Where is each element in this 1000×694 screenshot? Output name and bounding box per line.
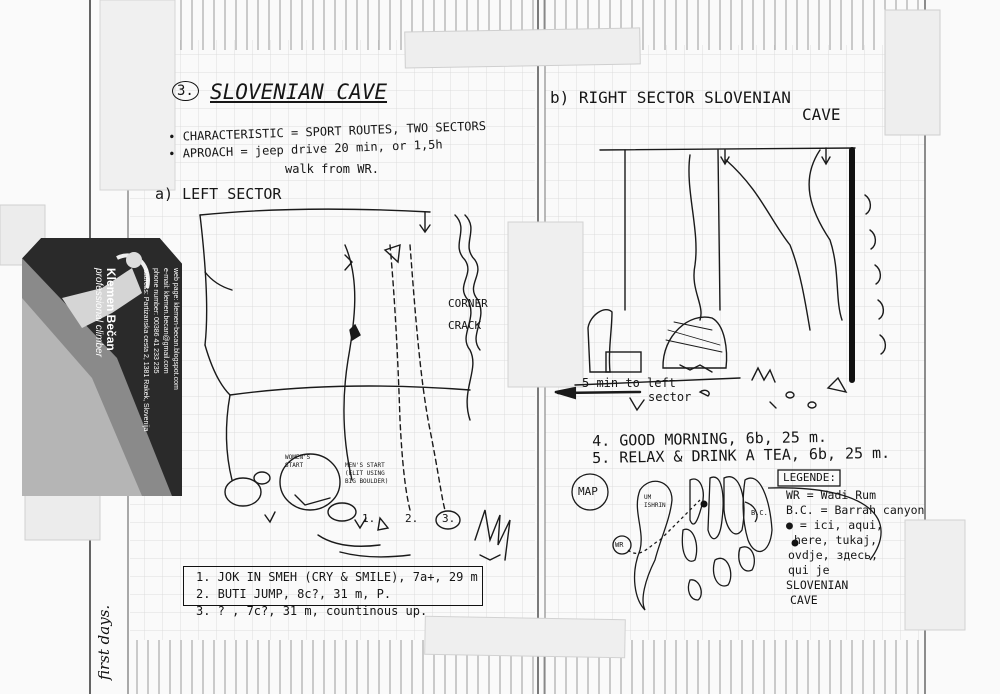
mens-start-line-3: BIG BOULDER) (345, 478, 389, 485)
approach-line-2: walk from WR. (285, 162, 379, 176)
section-number: 3. (172, 81, 199, 101)
crack-label: CRACK (448, 319, 482, 332)
route-marker-2: 2. (405, 512, 419, 525)
corner-crack-label: CORNER CRACK (448, 293, 488, 337)
map-label: MAP (578, 485, 598, 498)
legend-item: here, tukaj, (794, 533, 878, 547)
right-sector-title: b) RIGHT SECTOR SLOVENIAN (550, 88, 791, 107)
sector-label: sector (648, 390, 692, 404)
left-routes-box (183, 566, 483, 606)
um-ishrin-label: UM ISHRIN (644, 494, 666, 509)
legend-item: WR = Wadi Rum (786, 488, 877, 502)
route-2: 2. BUTI JUMP, 8c?, 31 m, P. (196, 587, 392, 601)
legend: WR = Wadi Rum B.C. = Barrah canyon ● = i… (786, 488, 924, 608)
wr-label: WR (615, 541, 624, 549)
mens-start-line-1: MEN'S START (345, 462, 385, 469)
business-card: web page: klemen-becan.blogspot.com e-ma… (22, 238, 182, 496)
womens-start-line-1: WOMEN'S (285, 454, 311, 461)
womens-start-line-2: START (285, 462, 304, 469)
route-1: 1. JOK IN SMEH (CRY & SMILE), 7a+, 29 m (196, 570, 478, 584)
legend-item: qui je (788, 563, 830, 577)
right-sector-title-2: CAVE (802, 105, 841, 124)
climber-photo (22, 238, 182, 496)
legend-item: CAVE (790, 593, 818, 607)
womens-start-label: WOMEN'S START (285, 454, 310, 470)
bc-label: B.C. (751, 509, 768, 517)
legend-title: LEGENDE: (783, 471, 836, 484)
route-marker-3: 3. (442, 512, 456, 525)
margin-note: first days. (95, 604, 113, 680)
legend-item: ovdje, здесь, (788, 548, 879, 562)
legend-item: ● = ici, aqui, (786, 518, 883, 532)
legend-item: SLOVENIAN (786, 578, 849, 592)
route-marker-1: 1. (362, 512, 376, 525)
five-min-label: 5 min to left (582, 376, 676, 390)
corner-label: CORNER (448, 297, 488, 310)
page-title: SLOVENIAN CAVE (210, 80, 388, 104)
mens-start-line-2: (ELIT USING (345, 470, 385, 477)
legend-item: B.C. = Barrah canyon (786, 503, 925, 517)
left-sector-heading: a) LEFT SECTOR (155, 185, 282, 203)
route-3: 3. ? , 7c?, 31 m, countinous up. (196, 604, 428, 618)
mens-start-label: MEN'S START (ELIT USING BIG BOULDER) (345, 462, 388, 486)
